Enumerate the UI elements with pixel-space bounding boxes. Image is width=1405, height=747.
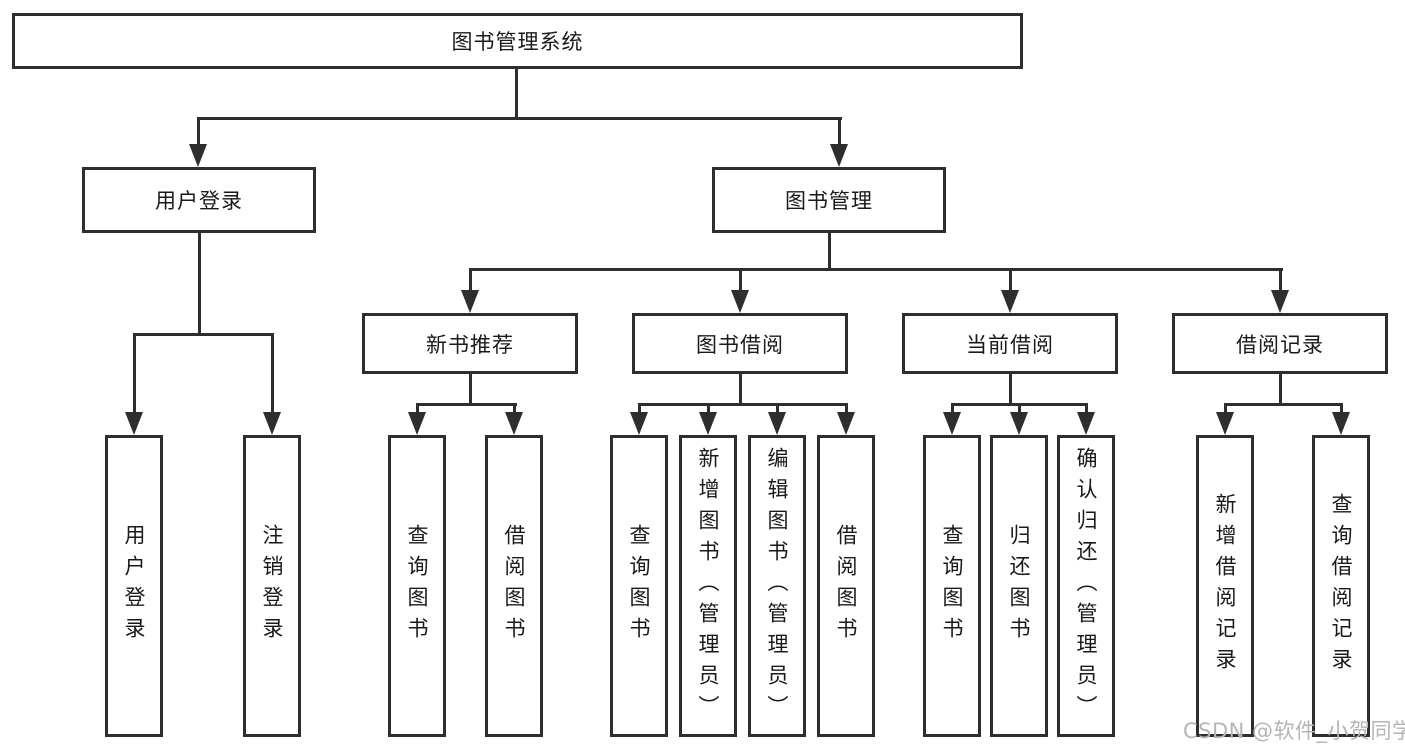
- leaf-return-books-label: 归还图书: [1007, 524, 1031, 648]
- node-current-borrowing: 当前借阅: [902, 313, 1118, 374]
- leaf-return-books: 归还图书: [990, 435, 1048, 737]
- leaf-add-borrow-record-label: 新增借阅记录: [1213, 493, 1237, 679]
- leaf-edit-books-admin-label: 编辑图书（管理员）: [765, 446, 789, 726]
- arrowhead-current-borrow: [1001, 290, 1019, 313]
- node-user-login: 用户登录: [82, 167, 316, 233]
- arrowhead-b4: [837, 412, 855, 435]
- node-new-book-recommend: 新书推荐: [362, 313, 578, 374]
- connector-drop-current-borrow: [1009, 268, 1012, 293]
- connector-drop-d2: [1340, 403, 1343, 413]
- leaf-borrow-borrow-books-label: 借阅图书: [834, 524, 858, 648]
- node-user-login-label: 用户登录: [155, 189, 243, 213]
- leaf-logout-label: 注销登录: [260, 524, 284, 648]
- arrowhead-a2: [505, 412, 523, 435]
- connector-new-book-rec-stem: [469, 374, 472, 406]
- node-borrowing-records: 借阅记录: [1172, 313, 1388, 374]
- connector-drop-logout-leaf: [271, 333, 274, 413]
- arrowhead-a1: [408, 412, 426, 435]
- leaf-current-query-books-label: 查询图书: [940, 524, 964, 648]
- connector-drop-borrow-records: [1279, 268, 1282, 293]
- leaf-borrow-borrow-books: 借阅图书: [817, 435, 875, 737]
- arrowhead-user-login: [189, 144, 207, 167]
- connector-drop-b3: [776, 403, 779, 413]
- leaf-rec-query-books-label: 查询图书: [405, 524, 429, 648]
- node-current-borrowing-label: 当前借阅: [966, 332, 1054, 357]
- connector-drop-new-book-rec: [469, 268, 472, 293]
- node-root-label: 图书管理系统: [451, 30, 584, 54]
- connector-user-login-stem: [198, 233, 201, 336]
- connector-level2-rail: [197, 117, 842, 120]
- leaf-user-login-label: 用户登录: [122, 524, 146, 648]
- node-book-borrowing: 图书借阅: [632, 313, 848, 374]
- csdn-watermark: CSDN @软件_小贺同学: [1183, 719, 1405, 743]
- connector-book-borrow-stem: [739, 374, 742, 406]
- connector-level3-rail: [469, 268, 1283, 271]
- arrowhead-c2: [1010, 412, 1028, 435]
- leaf-current-query-books: 查询图书: [923, 435, 981, 737]
- connector-drop-b4: [845, 403, 848, 413]
- leaf-query-borrow-record-label: 查询借阅记录: [1329, 493, 1353, 679]
- connector-borrow-records-rail: [1224, 403, 1343, 406]
- leaf-confirm-return-admin: 确认归还（管理员）: [1057, 435, 1115, 737]
- node-book-management: 图书管理: [712, 167, 946, 233]
- leaf-rec-borrow-books-label: 借阅图书: [502, 524, 526, 648]
- arrowhead-b3: [768, 412, 786, 435]
- node-new-book-recommend-label: 新书推荐: [426, 332, 514, 357]
- leaf-add-books-admin-label: 新增图书（管理员）: [696, 446, 720, 726]
- leaf-edit-books-admin: 编辑图书（管理员）: [748, 435, 806, 737]
- arrowhead-login-leaf: [125, 412, 143, 435]
- node-book-borrowing-label: 图书借阅: [696, 332, 784, 357]
- arrowhead-c3: [1077, 412, 1095, 435]
- connector-drop-c3: [1085, 403, 1088, 413]
- node-root-library-system: 图书管理系统: [12, 13, 1023, 69]
- arrowhead-book-borrow: [731, 290, 749, 313]
- arrowhead-new-book-rec: [461, 290, 479, 313]
- node-book-management-label: 图书管理: [785, 189, 873, 213]
- connector-drop-user-login: [197, 117, 200, 145]
- node-borrowing-records-label: 借阅记录: [1236, 332, 1324, 357]
- leaf-query-borrow-record: 查询借阅记录: [1312, 435, 1370, 737]
- leaf-rec-query-books: 查询图书: [388, 435, 446, 737]
- connector-current-borrow-stem: [1009, 374, 1012, 406]
- arrowhead-book-mgmt: [830, 144, 848, 167]
- connector-root-stem: [515, 69, 518, 120]
- leaf-add-books-admin: 新增图书（管理员）: [679, 435, 737, 737]
- connector-book-mgmt-stem: [828, 233, 831, 271]
- leaf-logout: 注销登录: [243, 435, 301, 737]
- connector-borrow-records-stem: [1279, 374, 1282, 406]
- leaf-user-login: 用户登录: [105, 435, 163, 737]
- arrowhead-d1: [1216, 412, 1234, 435]
- leaf-borrow-query-books: 查询图书: [610, 435, 668, 737]
- connector-drop-c1: [951, 403, 954, 413]
- connector-drop-login-leaf: [133, 333, 136, 413]
- connector-user-login-rail: [133, 333, 274, 336]
- leaf-add-borrow-record: 新增借阅记录: [1196, 435, 1254, 737]
- connector-drop-book-mgmt: [838, 117, 841, 145]
- connector-drop-b2: [707, 403, 710, 413]
- connector-drop-a2: [513, 403, 516, 413]
- connector-drop-book-borrow: [739, 268, 742, 293]
- connector-drop-c2: [1018, 403, 1021, 413]
- arrowhead-b1: [630, 412, 648, 435]
- arrowhead-c1: [943, 412, 961, 435]
- arrowhead-logout-leaf: [263, 412, 281, 435]
- arrowhead-d2: [1332, 412, 1350, 435]
- leaf-confirm-return-admin-label: 确认归还（管理员）: [1074, 446, 1098, 726]
- arrowhead-borrow-records: [1271, 290, 1289, 313]
- leaf-rec-borrow-books: 借阅图书: [485, 435, 543, 737]
- connector-new-book-rec-rail: [416, 403, 517, 406]
- leaf-borrow-query-books-label: 查询图书: [627, 524, 651, 648]
- connector-drop-a1: [416, 403, 419, 413]
- arrowhead-b2: [699, 412, 717, 435]
- connector-drop-d1: [1224, 403, 1227, 413]
- connector-drop-b1: [638, 403, 641, 413]
- connector-book-borrow-rail: [638, 403, 848, 406]
